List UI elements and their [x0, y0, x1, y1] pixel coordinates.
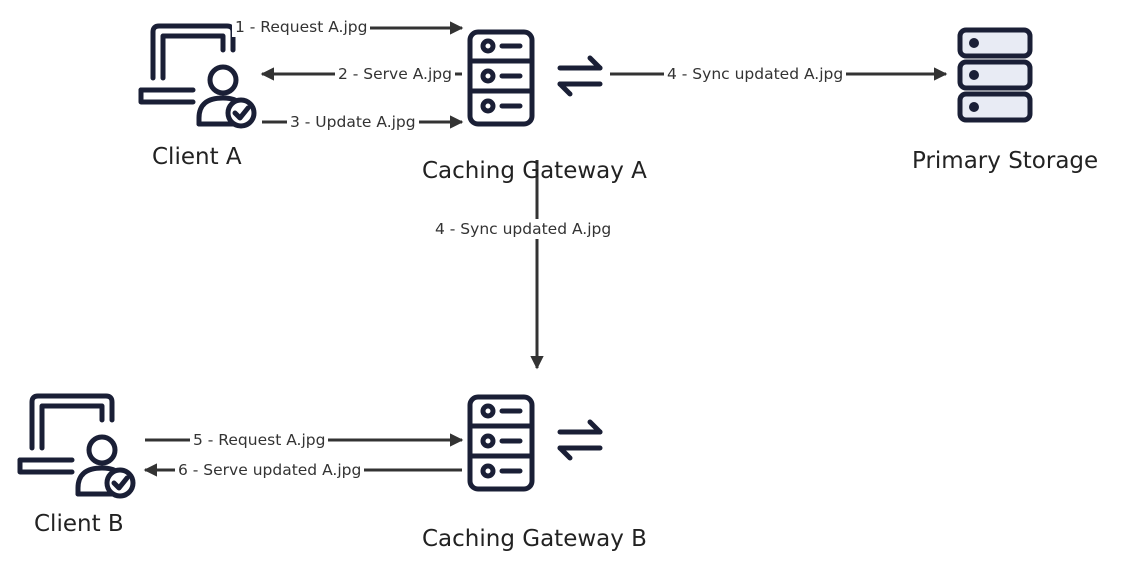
gateway-a-label: Caching Gateway A	[422, 158, 647, 184]
edge-6-label: 6 - Serve updated A.jpg	[175, 460, 365, 480]
client-a-user-computer-icon	[138, 23, 257, 129]
gateway-b-server-icon	[467, 394, 535, 492]
edge-4-gateway-b-label: 4 - Sync updated A.jpg	[432, 219, 615, 239]
gateway-a-server-icon	[467, 29, 535, 127]
gateway-b-sync-arrows-icon	[557, 419, 603, 461]
gateway-b-label: Caching Gateway B	[422, 526, 647, 552]
edge-5-label: 5 - Request A.jpg	[190, 430, 329, 450]
edge-3-label: 3 - Update A.jpg	[287, 112, 419, 132]
client-a-label: Client A	[152, 144, 242, 170]
edge-4-primary-label: 4 - Sync updated A.jpg	[664, 64, 847, 84]
client-b-user-computer-icon	[17, 393, 136, 499]
edge-1-label: 1 - Request A.jpg	[232, 17, 371, 37]
primary-storage-server-icon	[957, 27, 1033, 123]
client-b-label: Client B	[34, 511, 124, 537]
primary-storage-label: Primary Storage	[912, 148, 1099, 174]
edge-2-label: 2 - Serve A.jpg	[335, 64, 455, 84]
gateway-a-sync-arrows-icon	[557, 55, 603, 97]
